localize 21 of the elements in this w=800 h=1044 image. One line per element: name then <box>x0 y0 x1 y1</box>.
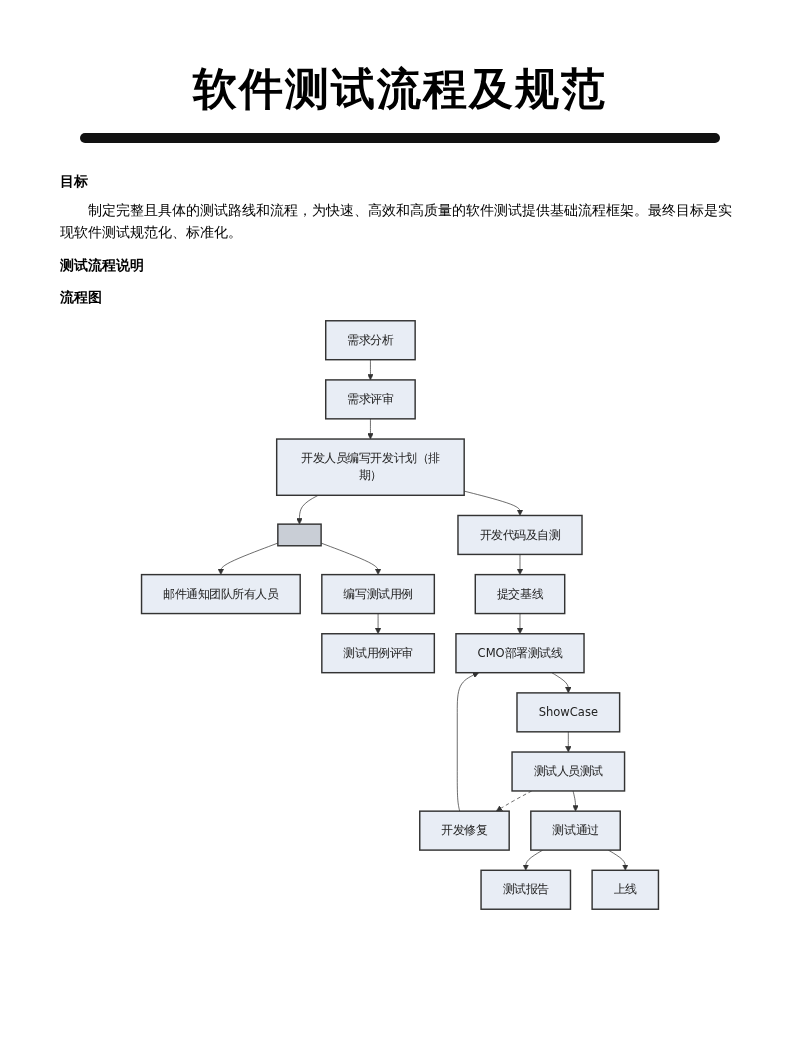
node-box <box>277 523 322 547</box>
title: 软件测试流程及规范 <box>191 62 608 116</box>
node-box: 开发代码及自测 <box>457 514 583 556</box>
node-box: 测试人员测试 <box>511 751 626 792</box>
node-box: 测试用例评审 <box>321 633 436 674</box>
node-box: 测试通过 <box>530 810 621 851</box>
section-heading: 流程图 <box>60 289 103 307</box>
node-box: 开发人员编写开发计划（排期） <box>275 438 465 496</box>
node-box: 需求分析 <box>325 320 416 361</box>
node-box: 编写测试用例 <box>321 573 436 615</box>
node-box: 需求评审 <box>325 379 416 420</box>
node-box: 邮件通知团队所有人员 <box>140 573 301 615</box>
node-box: 开发修复 <box>419 810 510 851</box>
node-box: ShowCase <box>516 692 621 733</box>
node-box: 提交基线 <box>474 573 566 615</box>
section-heading: 目标 <box>60 173 89 191</box>
body-text: 制定完整且具体的测试路线和流程，为快速、高效和高质量的软件测试提供基础流程框架。最终目标是实现软件测试规范化、标准化。 <box>60 201 733 242</box>
section-heading: 测试流程说明 <box>60 257 145 275</box>
node-box: 测试报告 <box>480 869 572 910</box>
node-box: 上线 <box>591 869 660 910</box>
node-box: CMO部署测试线 <box>455 633 585 674</box>
